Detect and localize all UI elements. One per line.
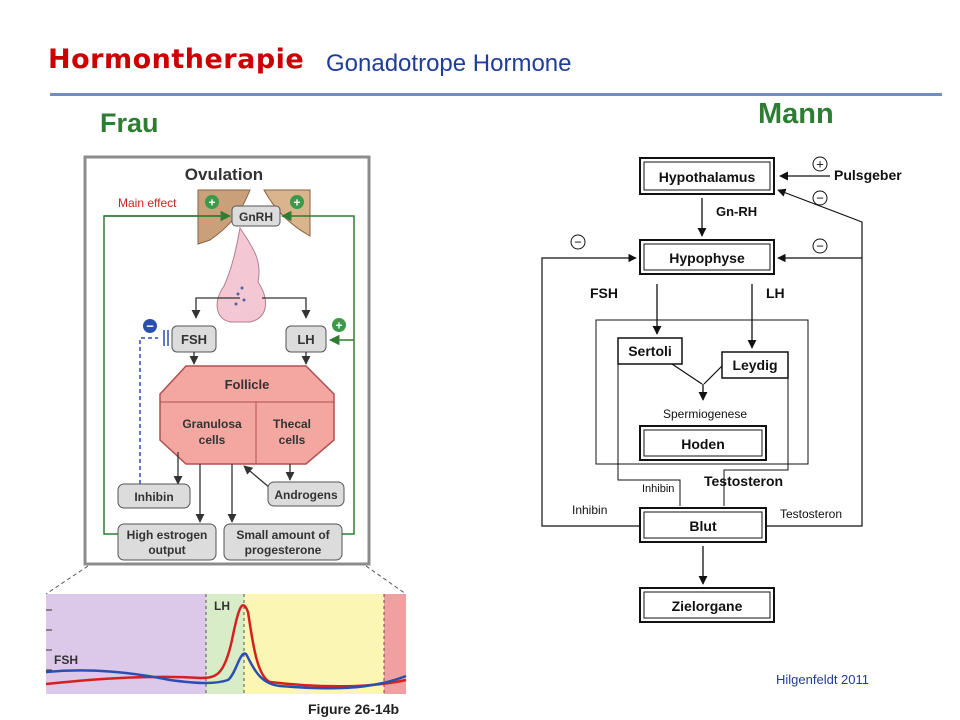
- androgens-box: [267, 481, 345, 507]
- androgens-label: Androgens: [274, 488, 338, 502]
- curve-lh-label: LH: [214, 599, 230, 613]
- curve-tick-marks: [46, 609, 52, 671]
- thecal-label-1: Thecal: [273, 417, 311, 431]
- zielorgane-label: Zielorgane: [672, 598, 743, 614]
- testosteron-feedback-loop: [766, 188, 863, 527]
- blut-box-inner: [643, 511, 763, 539]
- testosteron-bold-label: Testosteron: [704, 473, 783, 489]
- leydig-label: Leydig: [732, 357, 777, 373]
- svg-text:+: +: [208, 196, 215, 210]
- fsh-mann-label: FSH: [590, 285, 618, 301]
- testosteron-right-label: Testosteron: [780, 507, 842, 521]
- hypothalamus-label: Hypothalamus: [659, 169, 756, 185]
- sertoli-label: Sertoli: [628, 343, 672, 359]
- slide-title: Hormontherapie: [48, 44, 305, 75]
- curve-fsh-label: FSH: [54, 653, 78, 667]
- spermiogenese-label: Spermiogenese: [663, 407, 747, 421]
- granulosa-label-1: Granulosa: [182, 417, 242, 431]
- small-progesterone-label-1: Small amount of: [236, 528, 330, 542]
- androgens-to-granulosa-arrow: [243, 465, 271, 489]
- slide-subtitle: Gonadotrope Hormone: [326, 50, 572, 77]
- inhibin-feedback-dashed: [139, 337, 158, 484]
- mann-heading: Mann: [758, 98, 834, 130]
- small-progesterone-label-2: progesterone: [245, 543, 322, 557]
- progesterone-feedback-line: [280, 210, 355, 535]
- lh-curve: [45, 604, 407, 688]
- leydig-converge-line: [703, 365, 723, 385]
- hoden-label: Hoden: [681, 436, 725, 452]
- gnrh-label: GnRH: [239, 210, 273, 224]
- header-divider: [50, 93, 942, 96]
- hypophyse-label: Hypophyse: [669, 250, 745, 266]
- thecal-label-2: cells: [279, 433, 306, 447]
- plus-circle-left: +: [205, 195, 219, 210]
- svg-text:−: −: [816, 239, 824, 254]
- menses-band: [384, 594, 406, 694]
- pituitary-to-fsh-arrow: [191, 297, 240, 319]
- follicle-shape: [159, 365, 335, 465]
- hypophyse-box-inner: [643, 243, 771, 271]
- ovulation-title: Ovulation: [185, 165, 263, 184]
- pulsgeber-label: Pulsgeber: [834, 167, 902, 183]
- author-credit: Hilgenfeldt 2011: [776, 672, 869, 687]
- main-effect-label: Main effect: [118, 196, 177, 210]
- svg-text:−: −: [574, 235, 582, 250]
- inhibin-hypophyse-minus-sign: −: [570, 234, 586, 250]
- frau-heading: Frau: [100, 108, 159, 138]
- gnrh-box: [231, 205, 281, 227]
- sertoli-box: [617, 337, 683, 365]
- high-estrogen-box: [117, 523, 217, 561]
- sertoli-converge-line: [671, 363, 703, 385]
- svg-text:+: +: [335, 319, 342, 333]
- minus-circle-fsh: −: [143, 319, 157, 334]
- high-estrogen-label-2: output: [148, 543, 185, 557]
- high-estrogen-label-1: High estrogen: [127, 528, 208, 542]
- follicle-label: Follicle: [225, 377, 270, 392]
- hoden-box-inner: [643, 429, 763, 457]
- leydig-testosteron-line: [723, 370, 789, 506]
- svg-text:−: −: [816, 191, 824, 206]
- gnrh-mann-label: Gn-RH: [716, 204, 757, 219]
- inhibin-left-label: Inhibin: [572, 503, 607, 517]
- zoom-guide-left: [45, 565, 89, 595]
- testosteron-hypophyse-minus-sign: −: [812, 238, 828, 254]
- lh-label: LH: [297, 332, 314, 347]
- leydig-box: [721, 351, 789, 379]
- plus-circle-right: +: [290, 195, 304, 210]
- zielorgane-box-inner: [643, 591, 771, 619]
- small-progesterone-box: [223, 523, 343, 561]
- svg-text:+: +: [816, 157, 824, 172]
- testis-enclosure: [595, 319, 809, 465]
- luteal-phase-band: [244, 594, 384, 694]
- inhibin-feedback-loop: [541, 253, 640, 527]
- pulsgeber-plus-sign: +: [812, 156, 828, 172]
- fsh-label: FSH: [181, 332, 207, 347]
- inhibin-small-label: Inhibin: [642, 483, 674, 495]
- pituitary-to-lh-arrow: [262, 297, 311, 319]
- figure-label: Figure 26-14b: [308, 701, 399, 717]
- zoom-guide-right: [365, 565, 407, 595]
- svg-text:−: −: [146, 319, 154, 334]
- testosteron-hypothalamus-minus-sign: −: [812, 190, 828, 206]
- sertoli-inhibin-line: [617, 360, 681, 506]
- hypothalamus-box-inner: [643, 161, 771, 191]
- granulosa-label-2: cells: [199, 433, 226, 447]
- blut-label: Blut: [689, 518, 717, 534]
- fsh-curve: [45, 652, 407, 690]
- inhibin-label: Inhibin: [134, 490, 173, 504]
- inhibin-box: [117, 483, 191, 509]
- svg-text:+: +: [293, 196, 300, 210]
- plus-circle-lh: +: [332, 318, 346, 333]
- lh-mann-label: LH: [766, 285, 785, 301]
